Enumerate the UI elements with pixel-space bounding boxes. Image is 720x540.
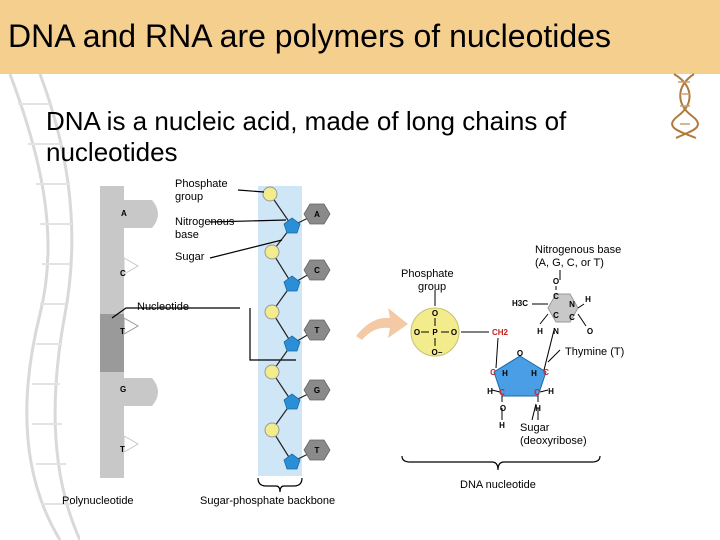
- decorative-dna-icon: [671, 73, 699, 139]
- thymine-h1: H: [585, 295, 591, 304]
- thymine-ring: [547, 293, 579, 323]
- base-g: [303, 379, 331, 401]
- ring-c2: C: [499, 388, 505, 397]
- label-sugar-right-2: (deoxyribose): [520, 435, 587, 447]
- thymine-h3c: H3C: [512, 299, 528, 308]
- slide-subtitle: DNA is a nucleic acid, made of long chai…: [46, 106, 567, 167]
- title-bar: DNA and RNA are polymers of nucleotides: [0, 0, 720, 74]
- curved-arrow-icon: [356, 308, 408, 340]
- phosphate-1: [262, 186, 278, 202]
- sugar-3: [283, 335, 301, 352]
- phosphate-o-right: O: [451, 328, 457, 337]
- label-nitrogenous-base-left-1: Nitrogenous: [175, 216, 235, 228]
- thymine-o-top: O: [553, 277, 559, 286]
- base-t: [303, 319, 331, 341]
- sugar-5: [283, 453, 301, 470]
- phosphate-bonds: [421, 318, 489, 346]
- base-a: [303, 203, 331, 225]
- ring-h-outer-left: H: [487, 387, 493, 396]
- strip-label-a: A: [121, 209, 127, 218]
- label-phosphate-group-left-1: Phosphate: [175, 178, 228, 190]
- base-t2: [303, 439, 331, 461]
- base-label-t2: T: [315, 446, 320, 455]
- slide-title: DNA and RNA are polymers of nucleotides: [8, 18, 611, 54]
- ring-h-left: H: [502, 369, 508, 378]
- ring-o: O: [517, 349, 523, 358]
- polynucleotide-strip: A C T G T: [100, 186, 158, 478]
- strip-label-c: C: [120, 269, 126, 278]
- phosphate-group-circle: [410, 307, 460, 357]
- right-pointer-lines: [434, 270, 561, 421]
- strip-label-t: T: [120, 327, 125, 336]
- strip-tab-a: [124, 200, 158, 228]
- left-pointer-lines: [209, 189, 287, 259]
- label-dna-nucleotide: DNA nucleotide: [460, 479, 536, 491]
- strip-tab-g: [124, 378, 158, 406]
- strip-notch-c: [123, 257, 140, 275]
- sugar-bonds: [491, 329, 555, 420]
- decorative-dna-helix: [8, 74, 80, 540]
- base-c: [303, 259, 331, 281]
- dna-nucleotide-brace: [401, 455, 601, 471]
- deoxyribose-ring: [493, 355, 547, 397]
- label-nitrogenous-base-left-2: base: [175, 229, 199, 241]
- thymine-c3: C: [569, 313, 575, 322]
- strip-notch-t: [123, 435, 140, 453]
- sugar-1: [283, 217, 301, 234]
- ring-h-outer-right: H: [548, 387, 554, 396]
- phosphate-3: [264, 304, 280, 320]
- ring-c4: C: [543, 368, 549, 377]
- thymine-o2: O: [587, 327, 593, 336]
- ring-h-right: H: [531, 369, 537, 378]
- label-phosphate-group-left-2: group: [175, 191, 203, 203]
- label-backbone: Sugar-phosphate backbone: [200, 495, 335, 507]
- label-nitrogenous-base-right-2: (A, G, C, or T): [535, 257, 604, 269]
- strip-label-t2: T: [120, 445, 125, 454]
- thymine-bonds: [532, 286, 587, 327]
- phosphate-4: [264, 364, 280, 380]
- phosphate-p: P: [432, 328, 438, 337]
- phosphate-o-bottom: O−: [432, 348, 443, 357]
- phosphate-5: [264, 422, 280, 438]
- ring-h-bottom: H: [535, 404, 541, 413]
- ch2-label: CH2: [492, 328, 509, 337]
- strand-chain: A C T G T: [262, 186, 331, 470]
- label-phosphate-group-right-1: Phosphate: [401, 268, 454, 280]
- strip-label-g: G: [120, 385, 126, 394]
- ring-h-bottom-left: H: [499, 421, 505, 430]
- base-label-c: C: [314, 266, 320, 275]
- ring-o-bottom: O: [500, 404, 506, 413]
- label-nucleotide: Nucleotide: [137, 301, 189, 313]
- thymine-n1: N: [569, 300, 575, 309]
- ring-c3: C: [534, 388, 540, 397]
- phosphate-o-top: O: [432, 309, 438, 318]
- base-label-a: A: [314, 210, 320, 219]
- ring-c1: C: [490, 368, 496, 377]
- label-polynucleotide: Polynucleotide: [62, 495, 134, 507]
- label-nitrogenous-base-right-1: Nitrogenous base: [535, 244, 621, 256]
- thymine-c1: C: [553, 292, 559, 301]
- thymine-n2: N: [553, 327, 559, 336]
- thymine-h2: H: [537, 327, 543, 336]
- sugar-2: [283, 275, 301, 292]
- sugar-4: [283, 393, 301, 410]
- phosphate-2: [264, 244, 280, 260]
- thymine-c2: C: [553, 311, 559, 320]
- phosphate-o-left: O: [414, 328, 420, 337]
- backbone-brace: [257, 477, 303, 493]
- label-phosphate-group-right-2: group: [418, 281, 446, 293]
- label-sugar-left: Sugar: [175, 251, 205, 263]
- base-label-g: G: [314, 386, 320, 395]
- label-thymine: Thymine (T): [565, 346, 624, 358]
- base-label-t: T: [315, 326, 320, 335]
- label-sugar-right-1: Sugar: [520, 422, 550, 434]
